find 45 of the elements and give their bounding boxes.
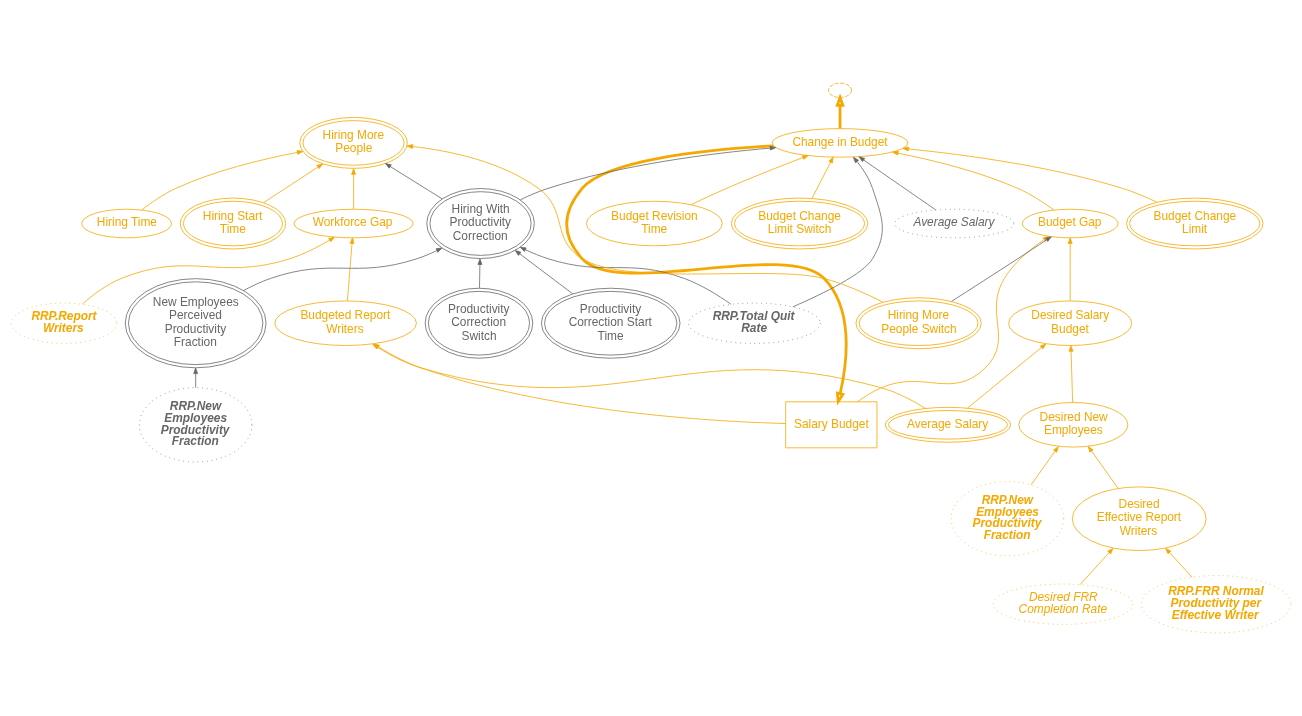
arrow [351,168,356,210]
node-ellipse: Workforce Gap [293,208,414,239]
node-ellipse: Budget Revision Time [586,200,723,247]
node-ellipse: RRP.Report Writers [10,302,118,344]
arrow [1030,446,1059,486]
node-ellipse: Desired FRR Completion Rate [992,583,1134,625]
arrow [835,93,845,129]
node-ellipse: RRP.Total Quit Rate [688,302,821,344]
node-ellipse: Budget Gap [1021,208,1119,239]
node-ellipse: RRP.New Employees Productivity Fraction [950,481,1065,557]
arrow [514,250,574,295]
node-ellipse: Hiring Time [81,208,172,239]
arrow [902,146,1157,203]
node-cloud [828,82,852,98]
arrow [792,156,883,308]
arrow [1079,548,1114,585]
arrow [892,150,1055,211]
arrow [193,367,198,389]
node-ellipse: Desired Salary Budget [1008,300,1133,346]
arrow [519,246,732,305]
arrow [1087,446,1119,489]
node-ellipse: Average Salary [894,208,1015,239]
arrow [858,156,937,211]
arrow [1067,237,1073,302]
node-ellipse: Desired Effective Report Writers [1071,486,1207,551]
arrow [477,258,483,289]
arrow [1165,547,1193,578]
arrow [81,236,335,305]
arrow [519,145,777,201]
arrow [141,150,304,211]
node-ellipse: RRP.New Employees Productivity Fraction [139,387,253,463]
arrow [406,144,884,303]
node-ellipse: RRP.FRR Normal Productivity per Effective Writer [1141,575,1292,634]
node-box: Salary Budget [785,401,878,449]
arrow [966,343,1047,409]
arrow [565,144,848,406]
arrow [347,237,355,302]
arrow [811,156,834,199]
arrow [243,247,443,291]
node-ellipse: Desired New Employees [1018,402,1129,448]
arrow [690,155,809,205]
arrow [385,163,443,200]
arrow [1068,345,1074,403]
arrow [263,163,324,203]
node-ellipse: Budgeted Report Writers [274,300,417,346]
